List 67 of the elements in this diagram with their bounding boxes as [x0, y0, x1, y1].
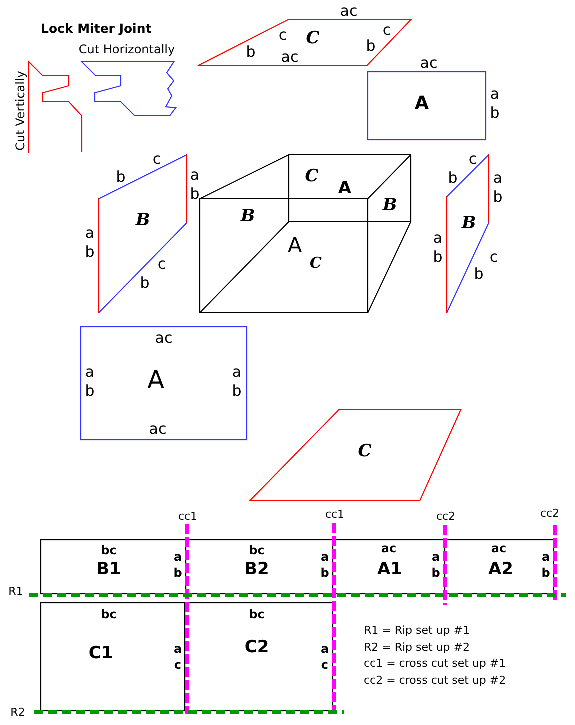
side-label: c	[278, 26, 288, 44]
face-letter: A	[415, 94, 429, 114]
cut-line-label: cc1	[178, 510, 198, 524]
side-label: c	[468, 150, 478, 168]
side-label: b	[448, 170, 458, 186]
side-label: a b	[190, 166, 200, 204]
side-label: a b	[232, 363, 242, 401]
side-label: b	[366, 38, 376, 54]
cut-line-label: R2	[10, 706, 26, 720]
side-label: bc	[249, 608, 265, 622]
face-letter: B	[136, 212, 150, 230]
face-letter: C	[310, 254, 322, 272]
piece-label: A2	[488, 560, 514, 580]
piece-label: B1	[96, 560, 122, 580]
side-label: bc	[249, 544, 265, 558]
legend-note: R2 = Rip set up #2	[364, 642, 470, 654]
side-label: ac	[420, 54, 438, 72]
face-letter: C	[305, 168, 319, 186]
face-letter: B	[382, 196, 398, 216]
side-label: a b	[490, 85, 500, 123]
face-letter: B	[240, 208, 256, 226]
side-label: a b	[320, 549, 330, 581]
side-label: c	[158, 256, 166, 272]
face-letter: A	[147, 366, 165, 394]
piece-label: C1	[88, 644, 114, 664]
side-label: b	[140, 274, 150, 292]
face-letter: A	[338, 180, 352, 198]
side-label: c	[382, 22, 392, 38]
face-letter: A	[288, 234, 302, 258]
side-label: bc	[101, 544, 117, 558]
side-label: ac	[491, 542, 507, 556]
profile-caption: Cut Vertically	[14, 71, 28, 151]
side-label: a b	[85, 224, 95, 262]
side-label: a b	[174, 549, 182, 581]
legend-note: cc1 = cross cut set up #1	[364, 658, 506, 670]
side-label: a b	[433, 229, 443, 267]
face-letter: C	[358, 442, 372, 462]
side-label: ac	[149, 420, 167, 438]
side-label: a c	[320, 641, 330, 673]
side-label: a b	[432, 549, 440, 581]
cut-line-label: R1	[8, 586, 24, 598]
side-label: ac	[155, 330, 173, 346]
side-label: c	[490, 248, 498, 266]
side-label: a b	[493, 169, 503, 207]
side-label: a b	[85, 363, 95, 401]
side-label: ac	[340, 2, 358, 20]
face-letter: B	[462, 214, 476, 234]
legend-note: cc2 = cross cut set up #2	[364, 674, 506, 688]
cut-line-label: cc2	[436, 510, 456, 524]
side-label: ac	[381, 542, 397, 556]
side-label: b	[474, 266, 484, 282]
profile-caption: Cut Horizontally	[78, 43, 176, 57]
piece-label: B2	[244, 560, 270, 580]
side-label: b	[246, 44, 256, 60]
side-label: a c	[174, 641, 182, 673]
side-label: ac	[281, 48, 299, 66]
side-label: b	[116, 168, 126, 186]
side-label: bc	[101, 608, 117, 622]
cut-line-label: cc1	[325, 508, 345, 522]
cut-line-label: cc2	[540, 508, 560, 520]
side-label: a b	[542, 549, 550, 581]
piece-label: A1	[378, 560, 402, 580]
side-label: c	[152, 150, 162, 168]
diagram-title: Lock Miter Joint	[41, 22, 152, 36]
face-letter: C	[306, 30, 320, 48]
piece-label: C2	[244, 638, 270, 658]
legend-note: R1 = Rip set up #1	[364, 624, 470, 638]
